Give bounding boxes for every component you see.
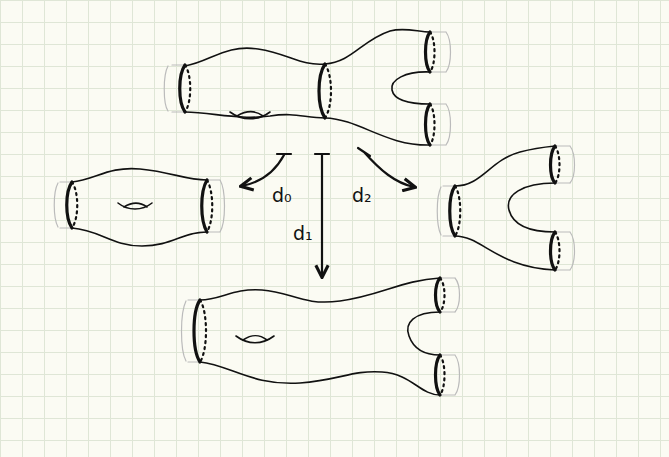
- right-surface: [437, 146, 574, 270]
- map-label: d₂: [352, 186, 372, 205]
- left-surface: [54, 169, 224, 246]
- bottom-surface: [182, 278, 460, 395]
- face-maps: [242, 148, 414, 276]
- top-surface: [164, 29, 450, 145]
- map-label: d₀: [272, 186, 292, 205]
- map-label: d₁: [293, 224, 313, 243]
